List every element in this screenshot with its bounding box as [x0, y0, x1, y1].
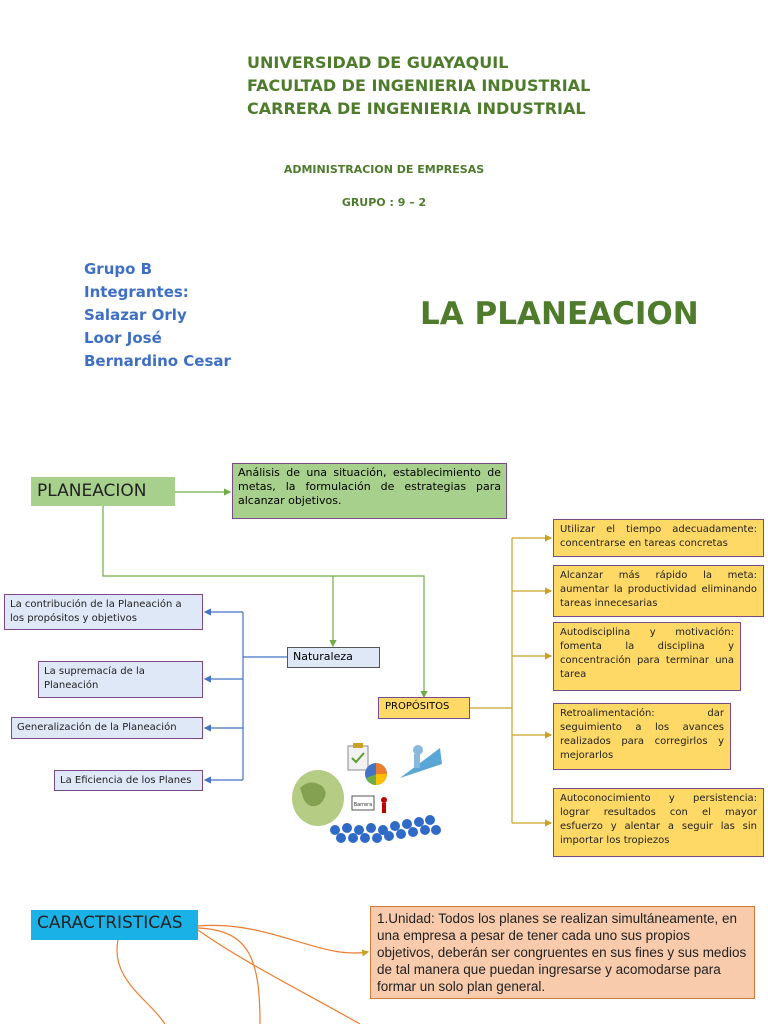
team-block: Grupo B Integrantes: Salazar Orly Loor J…	[84, 258, 231, 373]
naturaleza-item: La supremacía de la Planeación	[38, 661, 203, 698]
planeacion-node: PLANEACION	[31, 477, 175, 506]
naturaleza-item: La contribución de la Planeación a los p…	[4, 594, 203, 630]
faculty-name: FACULTAD DE INGENIERIA INDUSTRIAL	[247, 76, 591, 95]
naturaleza-item: La Eficiencia de los Planes	[54, 770, 203, 791]
proposito-item: Alcanzar más rápido la meta: aumentar la…	[553, 565, 764, 617]
planning-illustration: Barrera	[292, 743, 442, 843]
proposito-item: Utilizar el tiempo adecuadamente: concen…	[553, 519, 764, 557]
definition-box: Análisis de una situación, establecimien…	[232, 463, 507, 519]
caracteristicas-node: CARACTRISTICAS	[31, 910, 198, 940]
group-name: Grupo B	[84, 260, 153, 278]
naturaleza-node: Naturaleza	[287, 647, 380, 668]
group-code: GRUPO : 9 – 2	[341, 196, 427, 209]
member-name: Salazar Orly	[84, 306, 187, 324]
document-title: LA PLANEACION	[420, 296, 699, 332]
sign-text: Barrera	[354, 802, 373, 808]
unidad-box: 1.Unidad: Todos los planes se realizan s…	[370, 906, 755, 999]
proposito-item: Autoconocimiento y persistencia: lograr …	[553, 788, 764, 857]
career-name: CARRERA DE INGENIERIA INDUSTRIAL	[247, 99, 586, 118]
member-name: Loor José	[84, 329, 162, 347]
university-name: UNIVERSIDAD DE GUAYAQUIL	[247, 53, 509, 72]
proposito-item: Retroalimentación: dar seguimiento a los…	[553, 703, 731, 770]
members-label: Integrantes:	[84, 283, 189, 301]
member-name: Bernardino Cesar	[84, 352, 231, 370]
subject-name: ADMINISTRACION DE EMPRESAS	[283, 163, 485, 176]
naturaleza-item: Generalización de la Planeación	[11, 717, 203, 739]
proposito-item: Autodisciplina y motivación: fomenta la …	[553, 622, 741, 691]
propositos-node: PROPÓSITOS	[378, 697, 470, 719]
